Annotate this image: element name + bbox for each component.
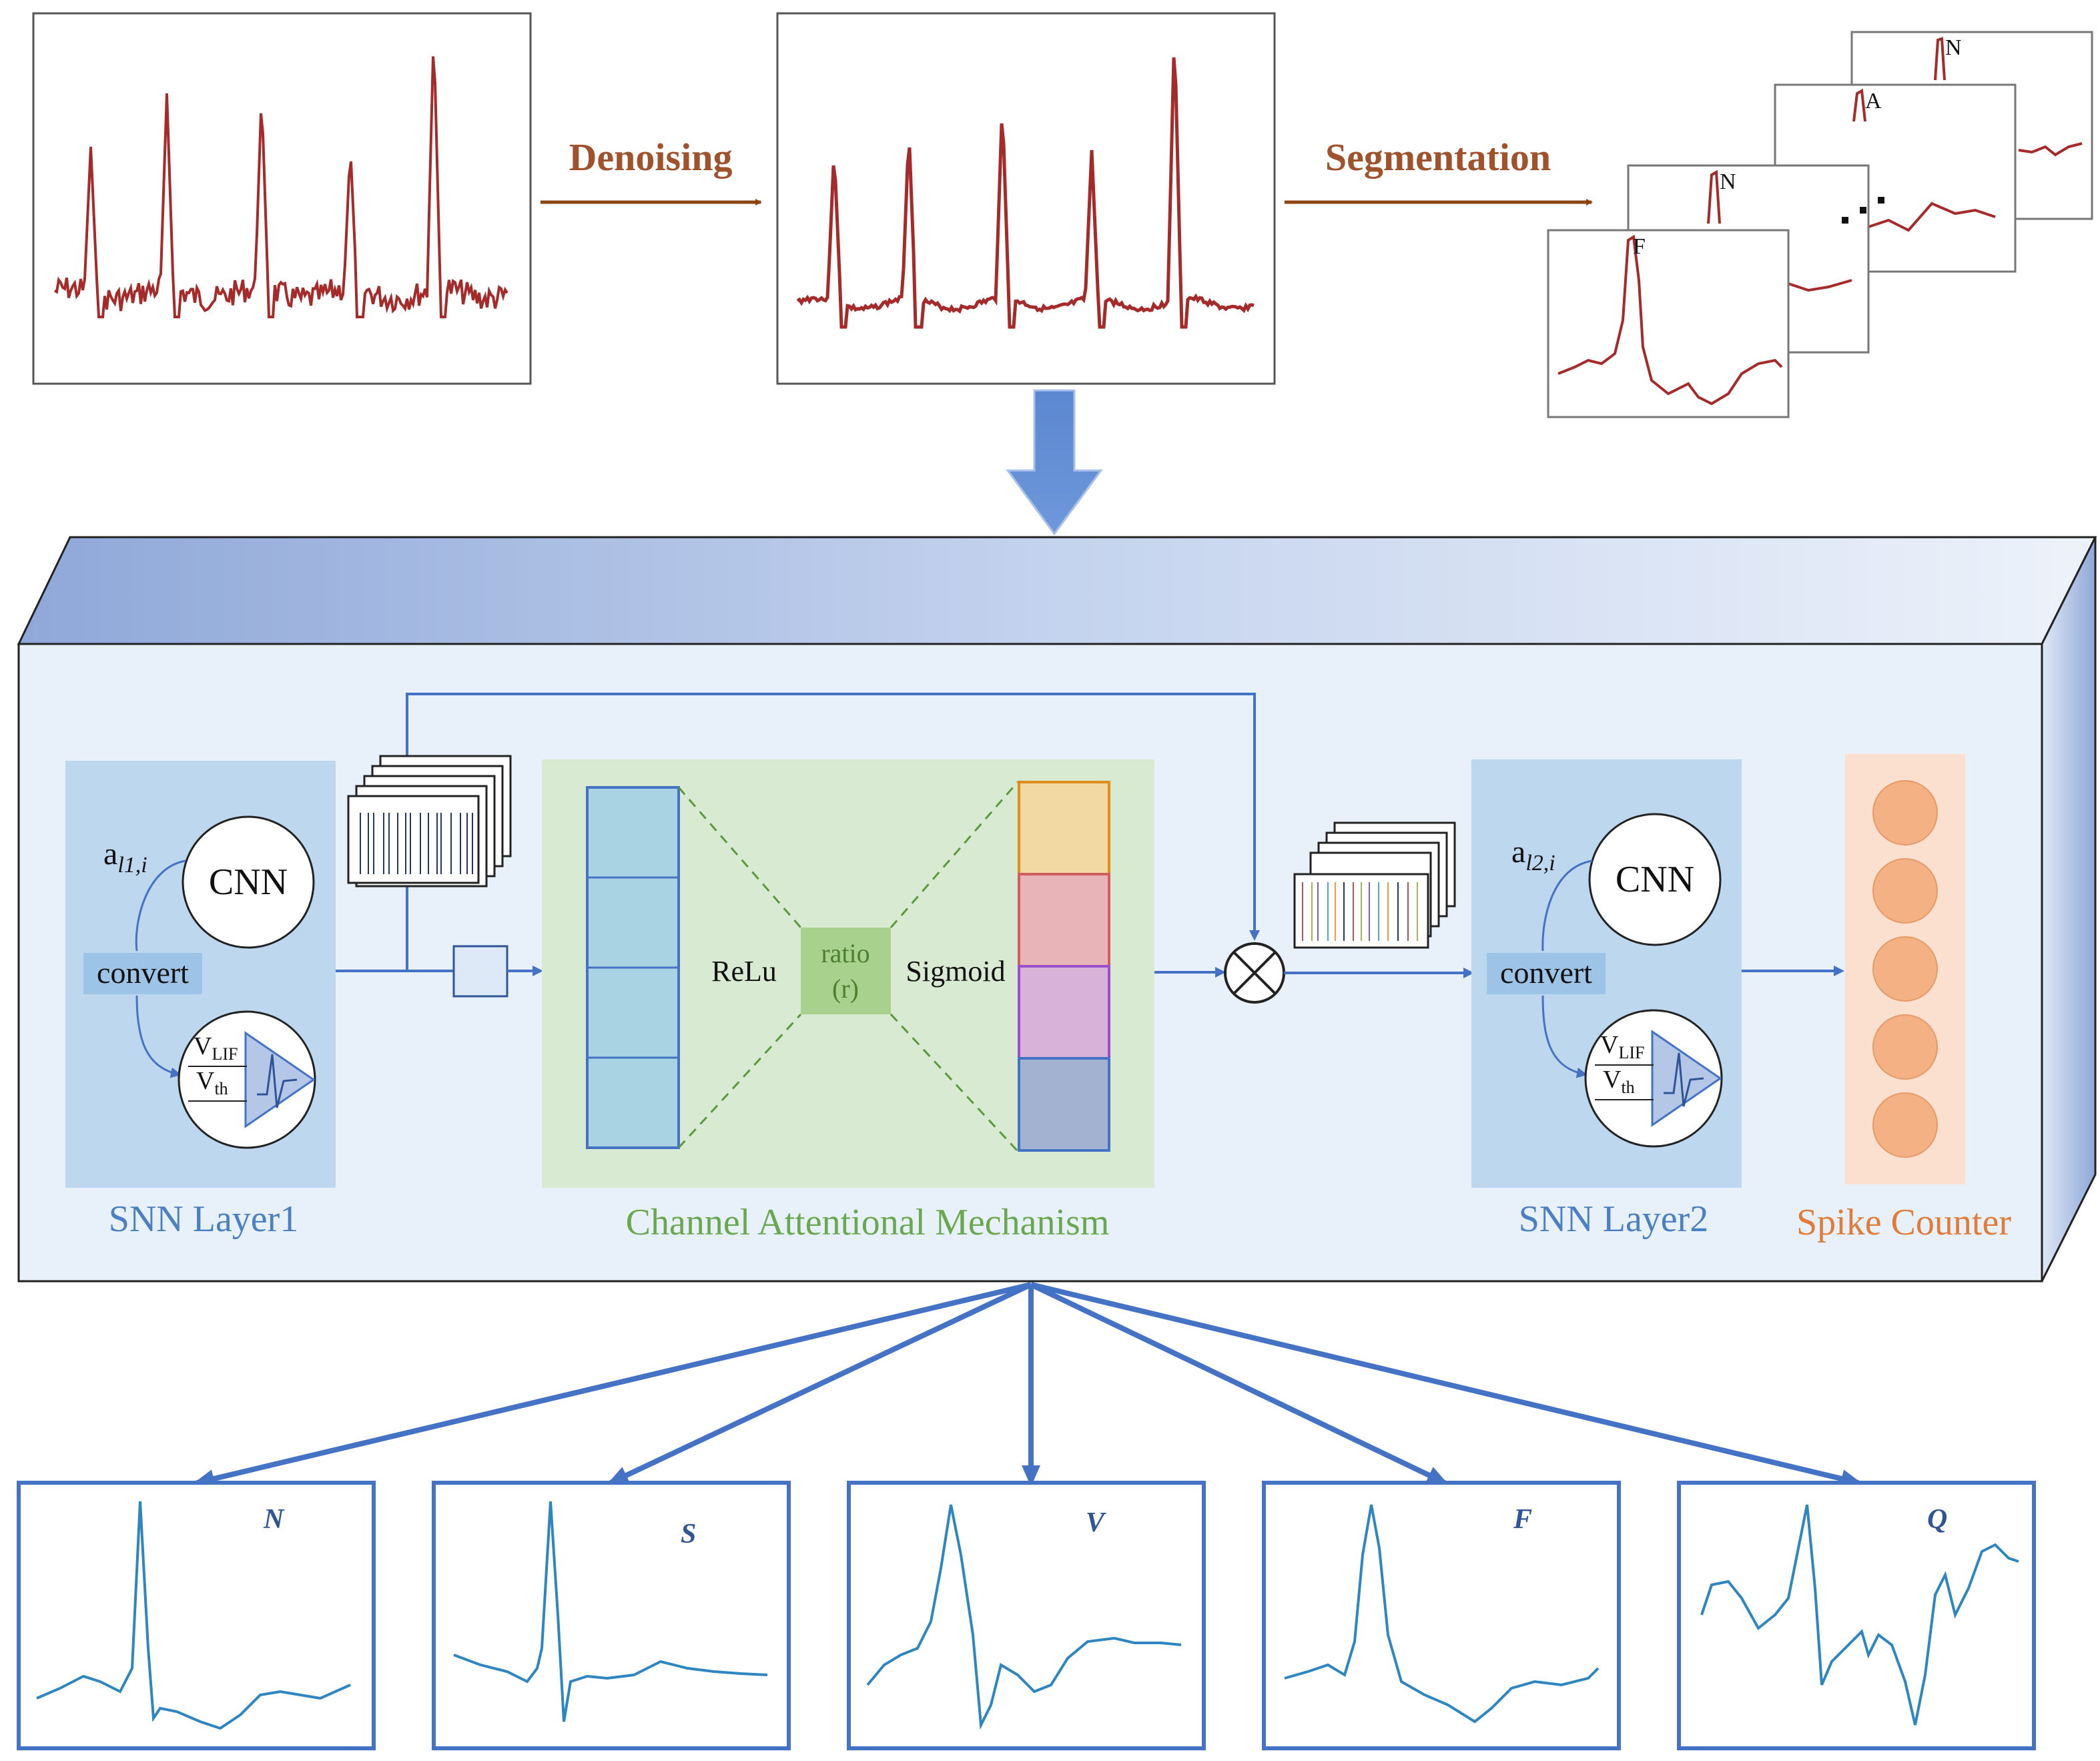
output-class-s: S: [432, 1481, 791, 1750]
down-arrow-icon: [1006, 389, 1103, 536]
convert-badge: [1487, 953, 1606, 994]
snn1-to-attention: [336, 888, 543, 998]
sigmoid-weight-4: [1018, 1057, 1110, 1152]
raw-ecg-trace: [53, 56, 508, 318]
output-neuron: [1872, 780, 1938, 845]
output-neuron: [1872, 1014, 1938, 1080]
snn2-caption: SNN Layer2: [1519, 1198, 1709, 1240]
segment-card: F: [1547, 229, 1790, 418]
channel-attention: ReLu ratio (r) Sigmoid Channel Attention…: [542, 759, 1154, 1243]
output-neuron: [1872, 1092, 1938, 1158]
denoised-ecg-trace: [796, 57, 1255, 329]
spike-train-stack-2: [1293, 821, 1456, 949]
cnn-label: CNN: [1616, 859, 1694, 900]
snn1-activation: al1,i: [103, 836, 147, 877]
convert-label: convert: [97, 956, 189, 990]
segment-beat-label: F: [1633, 234, 1646, 259]
v-lif-label: VLIF: [194, 1032, 238, 1064]
snn2-activation: al2,i: [1511, 834, 1555, 875]
spike-train-stack-1: [347, 755, 512, 888]
ratio-r-label: (r): [832, 974, 859, 1004]
segment-beat-label: N: [1720, 169, 1736, 194]
class-label: N: [263, 1504, 285, 1535]
segment-beat-label: A: [1865, 89, 1882, 113]
sigmoid-weight-3: [1018, 965, 1110, 1060]
multiply-node: [1154, 942, 1474, 1004]
segment-label: Segmentation: [1325, 135, 1551, 179]
snn-layer2: al2,i CNN convert VLIF Vth SNN Layer2: [1471, 759, 1742, 1240]
denoise-label: Denoising: [569, 135, 733, 179]
output-neuron: [1872, 858, 1938, 924]
segment-beat-label: N: [1945, 35, 1962, 60]
segment-stack: N A N F: [1547, 31, 2093, 418]
snn1-caption: SNN Layer1: [109, 1198, 299, 1240]
output-class-v: V: [847, 1481, 1206, 1750]
raw-ecg-panel: [32, 12, 532, 385]
ratio-box: [801, 928, 891, 1014]
cnn-node: [1588, 813, 1722, 946]
output-neuron: [1872, 936, 1938, 1002]
sigmoid-label: Sigmoid: [906, 955, 1005, 988]
pooling-box: [452, 945, 508, 998]
denoised-ecg-panel: [776, 12, 1276, 385]
output-class-q: Q: [1677, 1481, 2036, 1750]
class-label: V: [1086, 1507, 1106, 1538]
v-th-label: Vth: [196, 1067, 228, 1098]
segment-arrow: Segmentation: [1285, 135, 1593, 206]
spike-counter: Spike Counter: [1796, 754, 2011, 1243]
v-lif-label: VLIF: [1600, 1031, 1644, 1062]
attention-caption: Channel Attentional Mechanism: [626, 1202, 1110, 1243]
output-class-f: F: [1262, 1481, 1621, 1750]
class-label: F: [1513, 1504, 1532, 1535]
ellipsis-icon: [1842, 197, 1884, 224]
counter-caption: Spike Counter: [1796, 1202, 2011, 1243]
cnn-node: [182, 815, 315, 949]
block-side-face: [2041, 537, 2097, 1282]
class-label: Q: [1927, 1504, 1947, 1535]
class-label: S: [681, 1519, 696, 1549]
ratio-label: ratio: [821, 938, 869, 968]
snn-layer1: al1,i CNN convert VLIF Vth SNN Layer1: [65, 761, 336, 1240]
output-class-n: N: [17, 1481, 376, 1750]
convert-label: convert: [1500, 956, 1592, 990]
cnn-label: CNN: [209, 861, 288, 903]
output-fan: [193, 1282, 1862, 1488]
block-top-face: [17, 536, 2097, 645]
sigmoid-weight-1: [1018, 781, 1110, 875]
convert-badge: [83, 953, 202, 994]
denoise-arrow: Denoising: [541, 135, 762, 206]
sigmoid-weight-2: [1018, 873, 1110, 968]
relu-label: ReLu: [711, 955, 777, 988]
v-th-label: Vth: [1603, 1066, 1635, 1097]
